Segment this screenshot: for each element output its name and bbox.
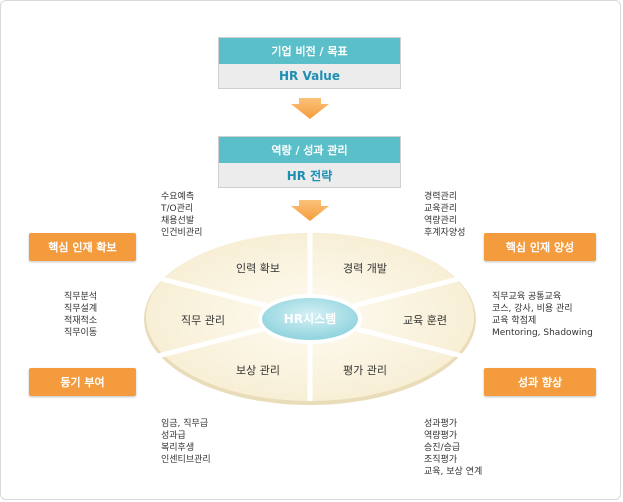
- down-arrow-icon: [291, 98, 329, 119]
- vision-box: 기업 비전 / 목표 HR Value: [218, 37, 401, 89]
- core-talent-develop-box: 핵심 인재 양성: [484, 233, 596, 261]
- note-job: 직무분석 직무설계 적재적소 직무이동: [64, 292, 98, 338]
- center-label: HR시스템: [284, 311, 336, 326]
- competency-title: 역량 / 성과 관리: [219, 137, 400, 163]
- note-evaluate: 성과평가 역량평가 승진/승급 조직평가 교육, 보상 연계: [424, 419, 483, 477]
- segment-acquire: 인력 확보: [236, 262, 280, 275]
- vision-title: 기업 비전 / 목표: [219, 38, 400, 64]
- down-arrow-icon: [291, 200, 329, 221]
- note-reward: 임금, 직무급 성과급 복리후생 인센티브관리: [161, 419, 211, 465]
- vision-subtitle: HR Value: [219, 64, 400, 88]
- competency-subtitle: HR 전략: [219, 163, 400, 187]
- center-hub: [262, 298, 358, 340]
- segment-develop: 경력 개발: [343, 262, 387, 275]
- note-training: 직무교육 공통교육 코스, 강사, 비용 관리 교육 학점제 Mentoring…: [492, 292, 593, 338]
- motivation-box: 동기 부여: [29, 368, 136, 396]
- note-develop: 경력관리 교육관리 역량관리 후계자양성: [424, 192, 466, 238]
- note-acquire: 수요예측 T/O관리 채용선발 인건비관리: [161, 192, 203, 238]
- hr-wheel: HR시스템 인력 확보 경력 개발 직무 관리 교육 훈련 보상 관리 평가 관…: [144, 233, 476, 405]
- segment-reward: 보상 관리: [236, 364, 280, 377]
- competency-box: 역량 / 성과 관리 HR 전략: [218, 136, 401, 188]
- core-talent-secure-box: 핵심 인재 확보: [29, 233, 136, 261]
- segment-training: 교육 훈련: [403, 314, 447, 327]
- segment-job: 직무 관리: [181, 314, 225, 327]
- segment-evaluate: 평가 관리: [343, 364, 387, 377]
- performance-up-box: 성과 향상: [484, 368, 596, 396]
